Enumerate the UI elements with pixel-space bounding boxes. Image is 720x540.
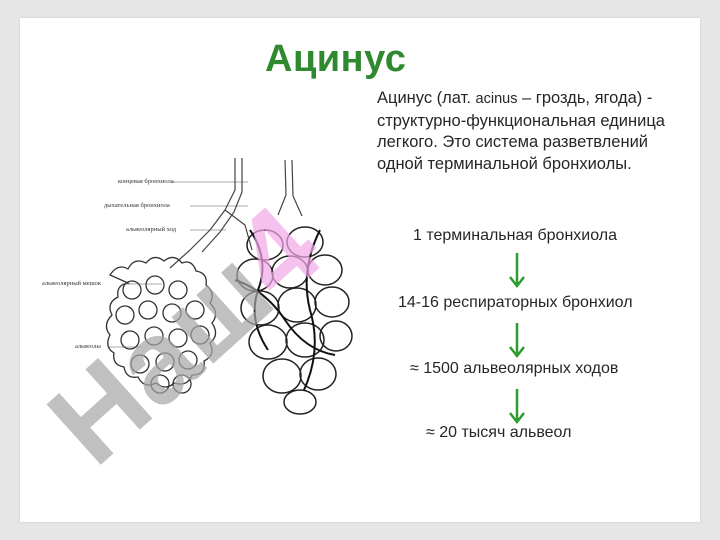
label-alveolar-duct: альвеолярный ход <box>126 226 177 233</box>
label-respiratory-bronchiole: дыхательная бронхиола <box>104 202 170 209</box>
step-alveoli: ≈ 20 тысяч альвеол <box>426 424 572 441</box>
acinus-illustration <box>105 158 353 415</box>
alveolar-cluster-vessels <box>236 226 353 415</box>
down-arrow-icon <box>509 389 525 425</box>
acinus-definition: Ацинус (лат. acinus – гроздь, ягода) - с… <box>377 88 677 175</box>
definition-latin-term: acinus <box>475 91 518 107</box>
slide <box>20 18 700 522</box>
definition-part-1: Ацинус (лат. <box>377 89 476 107</box>
label-terminal-bronchiole: концевая бронхиола <box>118 178 174 185</box>
down-arrow-icon <box>509 323 525 359</box>
down-arrow-icon <box>509 253 525 289</box>
acinus-diagram: концевая бронхиола дыхательная бронхиола… <box>20 150 380 420</box>
step-terminal-bronchiole: 1 терминальная бронхиола <box>413 227 617 244</box>
definition-part-2: – гроздь, ягода) - структурно-функционал… <box>377 89 665 173</box>
alveolar-sac-outline <box>105 256 217 394</box>
slide-title: Ацинус <box>265 38 407 80</box>
step-respiratory-bronchioles: 14-16 респираторных бронхиол <box>398 294 633 311</box>
label-alveolar-sac: альвеолярный мешок <box>42 280 102 287</box>
step-alveolar-ducts: ≈ 1500 альвеолярных ходов <box>410 360 619 377</box>
label-alveoli: альвеолы <box>75 343 101 350</box>
